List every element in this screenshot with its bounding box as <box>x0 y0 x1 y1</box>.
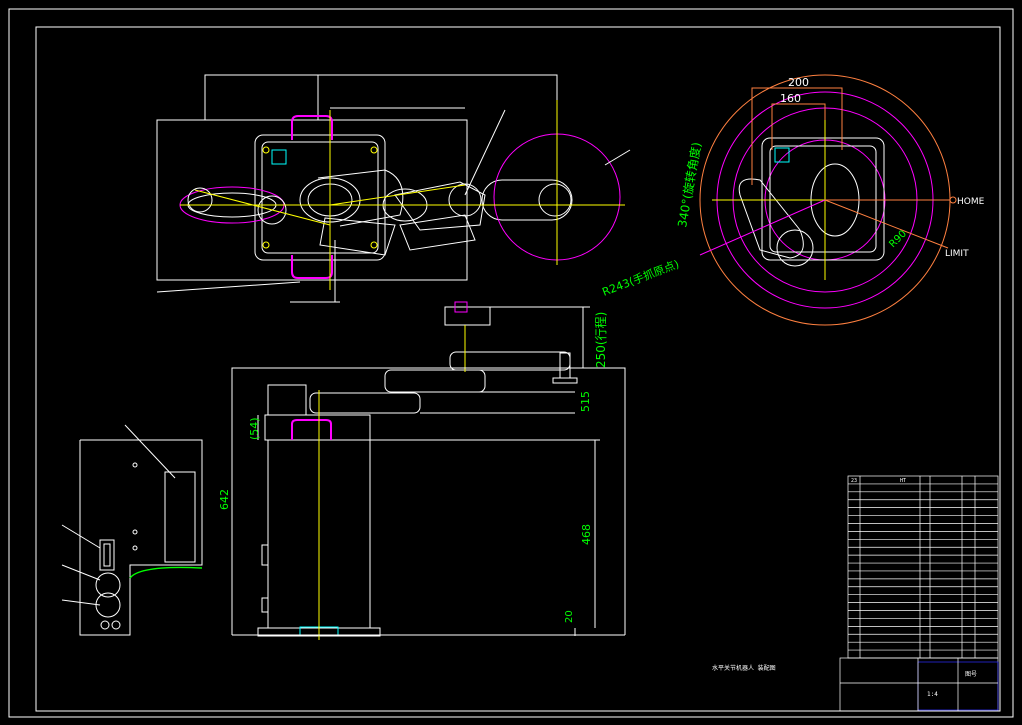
dim-468-label: 468 <box>580 524 593 545</box>
outer-frame <box>8 8 1014 718</box>
motor-box <box>267 384 307 416</box>
cabinet-leader-4 <box>61 599 101 606</box>
rotation-angle-label: 340°(旋转角度) <box>674 141 704 229</box>
ws-base-housing <box>761 137 885 261</box>
base-housing <box>254 134 386 261</box>
arm2-plate <box>481 179 573 221</box>
title-material: HT <box>900 478 906 484</box>
side-handle <box>291 419 332 440</box>
handle-top <box>291 115 333 140</box>
bom-frame <box>847 475 999 659</box>
workspace-view <box>699 74 957 326</box>
dim-line-top <box>204 74 558 175</box>
cabinet-leader-3 <box>61 564 101 581</box>
cabinet-dial-1 <box>95 572 121 598</box>
title-frame <box>839 657 999 712</box>
cabinet-slot <box>99 539 115 571</box>
title-sheet: 图号 <box>965 671 977 678</box>
cabinet-screw <box>132 462 138 468</box>
dim-160-label: 160 <box>780 92 801 105</box>
title-scale: 1:4 <box>927 691 938 698</box>
dim-200 <box>751 87 843 185</box>
dim-642-line <box>231 367 626 635</box>
plan-view <box>156 74 631 303</box>
cabinet-knob <box>100 620 110 630</box>
cabinet-cable <box>129 566 203 579</box>
arm1-body <box>317 169 404 227</box>
dim-200-label: 200 <box>788 76 809 89</box>
column-cap <box>264 414 371 441</box>
cable-port-2 <box>261 597 269 613</box>
centerline-d2 <box>329 184 466 206</box>
ws-gripper <box>776 229 814 267</box>
reach-radius-label: R243(手抓原点) <box>600 257 681 299</box>
dim-642-label: 642 <box>218 489 231 510</box>
handle-bottom <box>291 255 333 279</box>
dim-54-label: (54) <box>248 417 261 440</box>
side-view <box>231 301 626 640</box>
rear-pivot-2 <box>257 195 287 225</box>
dim-515-label: 515 <box>579 391 592 412</box>
ws-link <box>738 178 804 259</box>
centerline-d1 <box>194 189 331 226</box>
limit-label: LIMIT <box>945 249 969 259</box>
bolt <box>370 146 378 154</box>
side-arm1 <box>309 392 421 414</box>
dim-160 <box>771 103 826 150</box>
bolt <box>262 146 270 154</box>
cabinet-view <box>61 424 203 636</box>
arm2-bracket <box>399 214 476 251</box>
home-marker <box>949 196 957 204</box>
drawing-caption: 水平关节机器人 装配图 <box>712 664 776 672</box>
spline-shaft <box>559 352 571 379</box>
limit-line <box>824 199 949 249</box>
home-label: HOME <box>957 197 985 207</box>
cabinet-screw <box>132 529 138 535</box>
cabinet-screw <box>132 545 138 551</box>
cable-port <box>261 544 269 566</box>
gripper-hub <box>538 183 572 217</box>
bolt <box>262 241 270 249</box>
base-plate-outline <box>156 119 468 281</box>
gripper-top-accent <box>454 301 468 313</box>
dim-250-label: 250(行程) <box>593 312 608 368</box>
arm2-end <box>448 183 482 217</box>
dim-20-label: 20 <box>564 610 575 623</box>
cabinet-slot-inner <box>103 543 111 567</box>
cabinet-outline <box>79 439 203 636</box>
reach-leader <box>699 199 826 256</box>
arm1-bracket <box>319 217 396 256</box>
cabinet-knob <box>111 620 121 630</box>
rear-pivot <box>187 187 213 213</box>
arm2-body <box>394 181 486 231</box>
cabinet-leader-2 <box>61 524 101 549</box>
cabinet-panel <box>164 471 196 563</box>
inner-frame <box>35 26 1001 712</box>
cabinet-dial-2 <box>95 592 121 618</box>
side-arm2 <box>384 369 486 393</box>
cabinet-leader-1 <box>124 424 176 479</box>
connector <box>271 149 287 165</box>
leader <box>464 109 506 196</box>
title-block <box>839 475 999 712</box>
bolt <box>370 241 378 249</box>
side-quill-housing <box>449 351 571 371</box>
title-first-row-no: 23 <box>851 478 857 484</box>
ws-base-inner <box>769 145 877 253</box>
tool-flange <box>552 377 578 384</box>
leader-2 <box>604 149 631 166</box>
dim-line-3 <box>156 281 301 293</box>
ws-connector <box>774 147 790 163</box>
